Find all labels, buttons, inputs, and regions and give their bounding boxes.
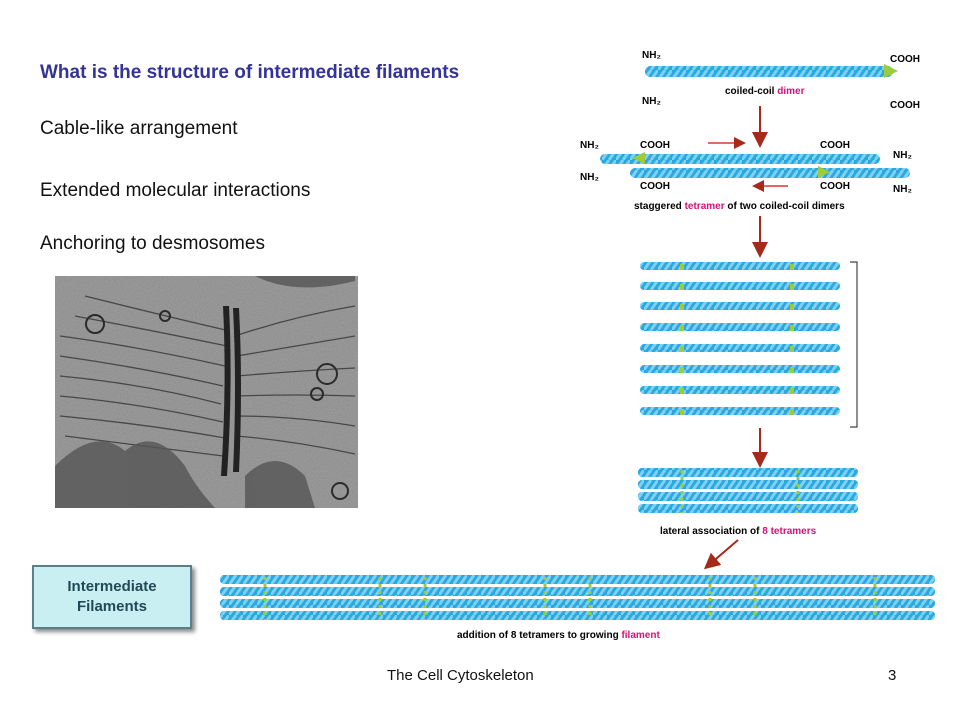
caption-dimer: coiled-coil dimer — [725, 86, 805, 97]
caption-tetramer: staggered tetramer of two coiled-coil di… — [634, 201, 845, 212]
label-nh2-left-bottom: NH₂ — [580, 172, 599, 183]
intermediate-filaments-box: Intermediate Filaments — [32, 565, 192, 629]
dimer-filament — [645, 64, 898, 78]
caption-addition: addition of 8 tetramers to growing filam… — [457, 630, 660, 641]
label-nh2-top: NH₂ — [642, 50, 661, 61]
footer-page-number: 3 — [888, 667, 897, 684]
label-cooh-bottom: COOH — [890, 100, 920, 111]
label-nh2-right-bottom: NH₂ — [893, 184, 912, 195]
bullet-interactions: Extended molecular interactions — [40, 180, 311, 201]
caption-lateral: lateral association of 8 tetramers — [660, 526, 817, 537]
bullet-desmosomes: Anchoring to desmosomes — [40, 233, 265, 254]
growing-filament: addition of 8 tetramers to growing filam… — [220, 575, 935, 641]
label-cooh-low-left: COOH — [640, 181, 670, 192]
footer-course: The Cell Cytoskeleton — [387, 667, 534, 684]
label-cooh-mid-top: COOH — [640, 140, 670, 151]
desmosome-micrograph — [55, 276, 358, 508]
tetramer-filament — [600, 152, 910, 178]
label-cooh-top: COOH — [890, 54, 920, 65]
label-nh2-bottom: NH₂ — [642, 96, 661, 107]
bullet-cable: Cable-like arrangement — [40, 118, 238, 139]
lateral-bundle — [638, 468, 858, 513]
box-line-2: Filaments — [76, 598, 147, 615]
label-cooh-mid-right: COOH — [820, 140, 850, 151]
box-line-1: Intermediate — [67, 578, 157, 595]
assembly-diagram: NH₂ COOH NH₂ COOH coiled-coil dimer NH₂ … — [580, 50, 920, 570]
slide-title: What is the structure of intermediate fi… — [40, 62, 460, 83]
label-nh2-right-top: NH₂ — [893, 150, 912, 161]
label-nh2-left-top: NH₂ — [580, 140, 599, 151]
label-cooh-low-right: COOH — [820, 181, 850, 192]
eight-tetramers-stack — [640, 262, 840, 415]
